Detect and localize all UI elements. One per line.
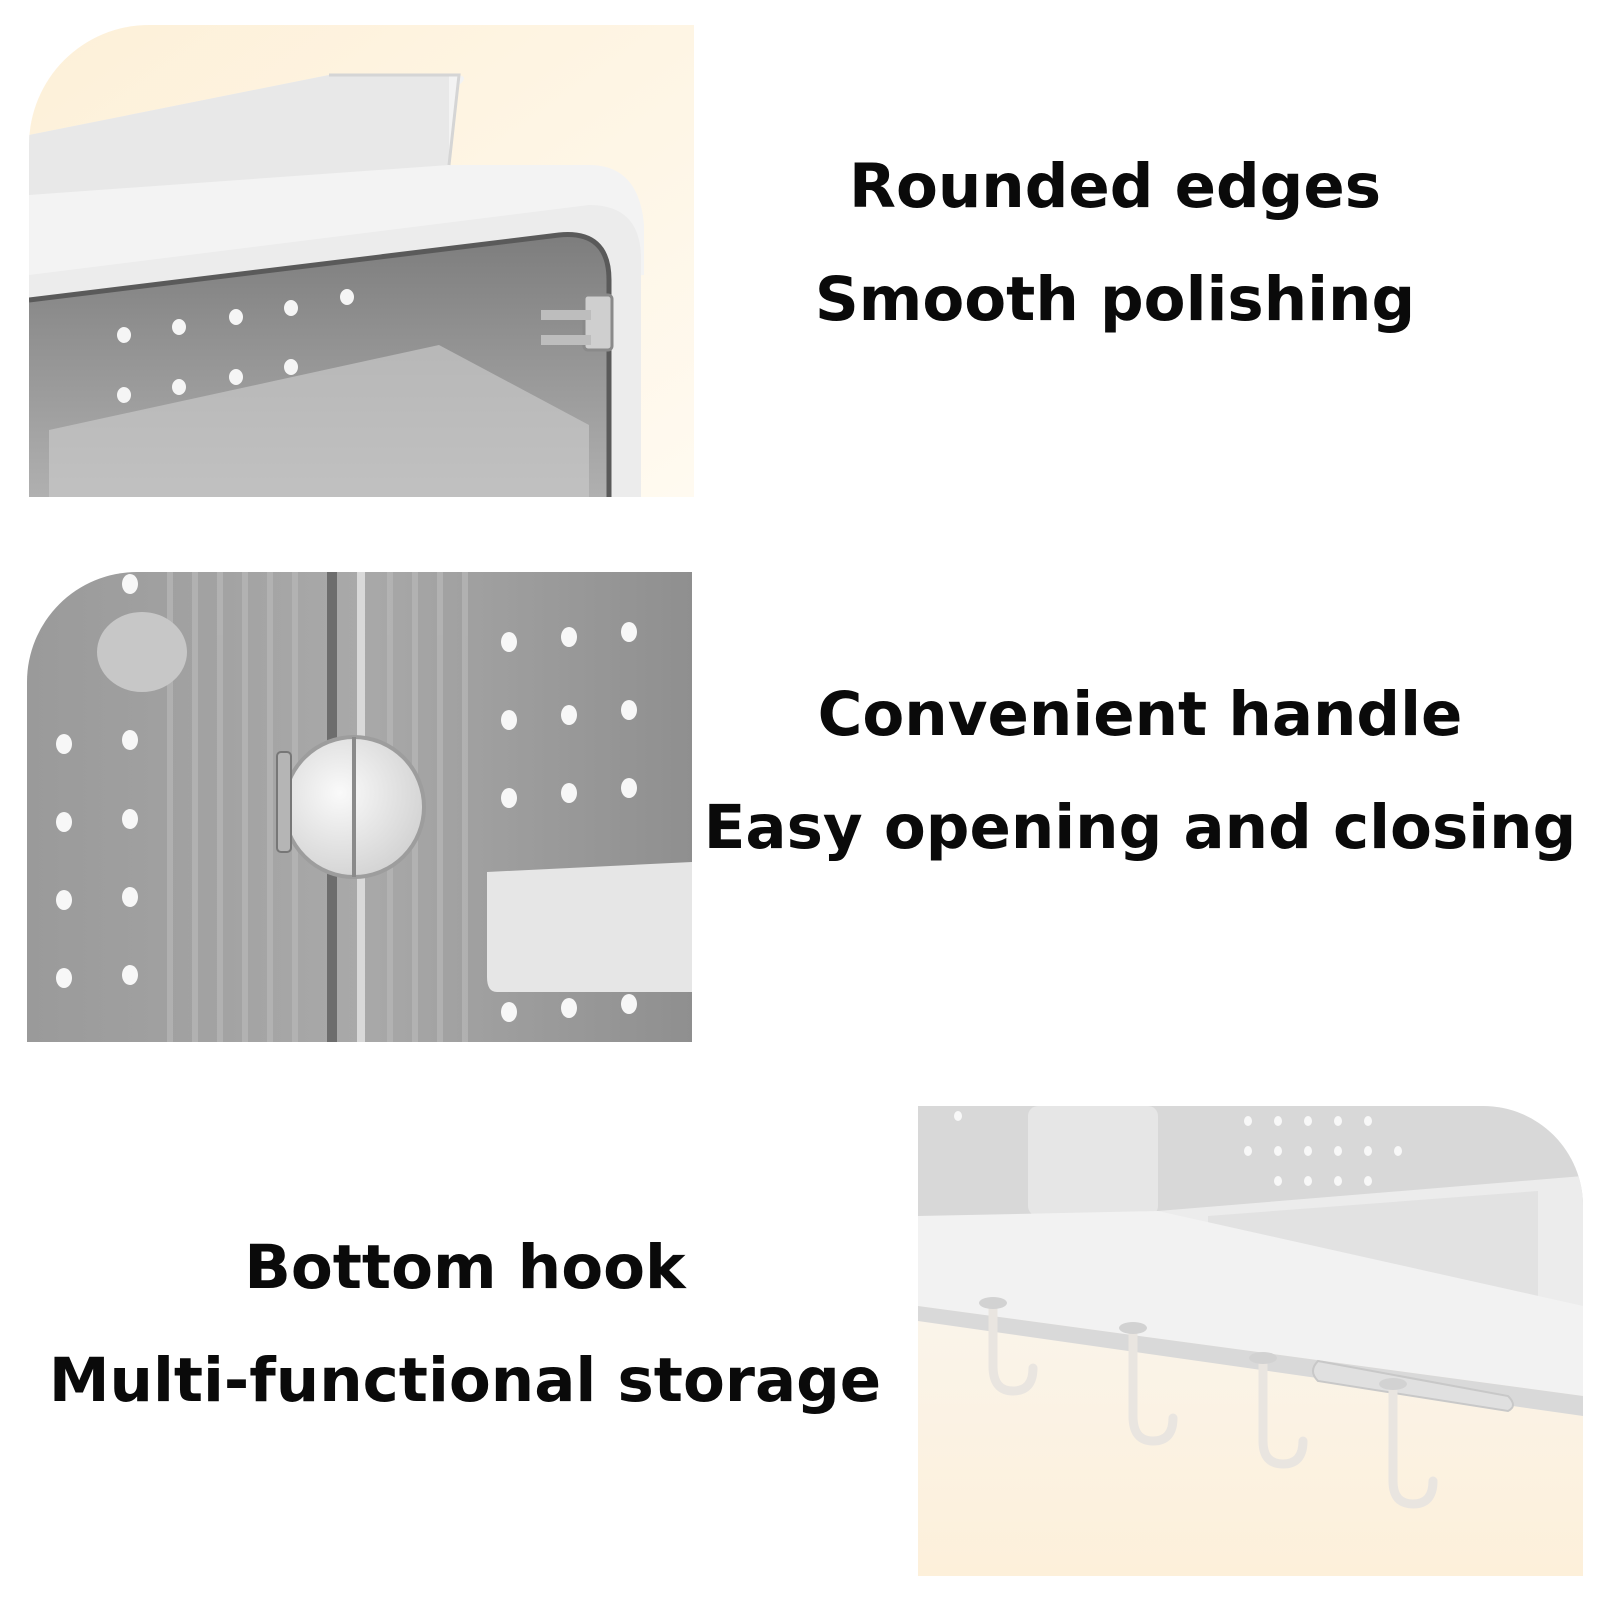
feature-subtitle: Multi-functional storage [48,1345,882,1416]
feature-title: Rounded edges [848,151,1382,222]
convenient-handle-caption: Convenient handle Easy opening and closi… [700,684,1580,858]
convenient-handle-photo [27,572,692,1042]
bottom-hook-caption: Bottom hook Multi-functional storage [30,1237,900,1411]
feature-title: Convenient handle [817,679,1463,750]
rounded-edges-photo [29,25,694,497]
feature-subtitle: Easy opening and closing [703,792,1577,863]
rounded-edges-caption: Rounded edges Smooth polishing [790,156,1440,330]
feature-title: Bottom hook [244,1232,686,1303]
feature-subtitle: Smooth polishing [814,264,1416,335]
bottom-hook-photo [918,1106,1583,1576]
